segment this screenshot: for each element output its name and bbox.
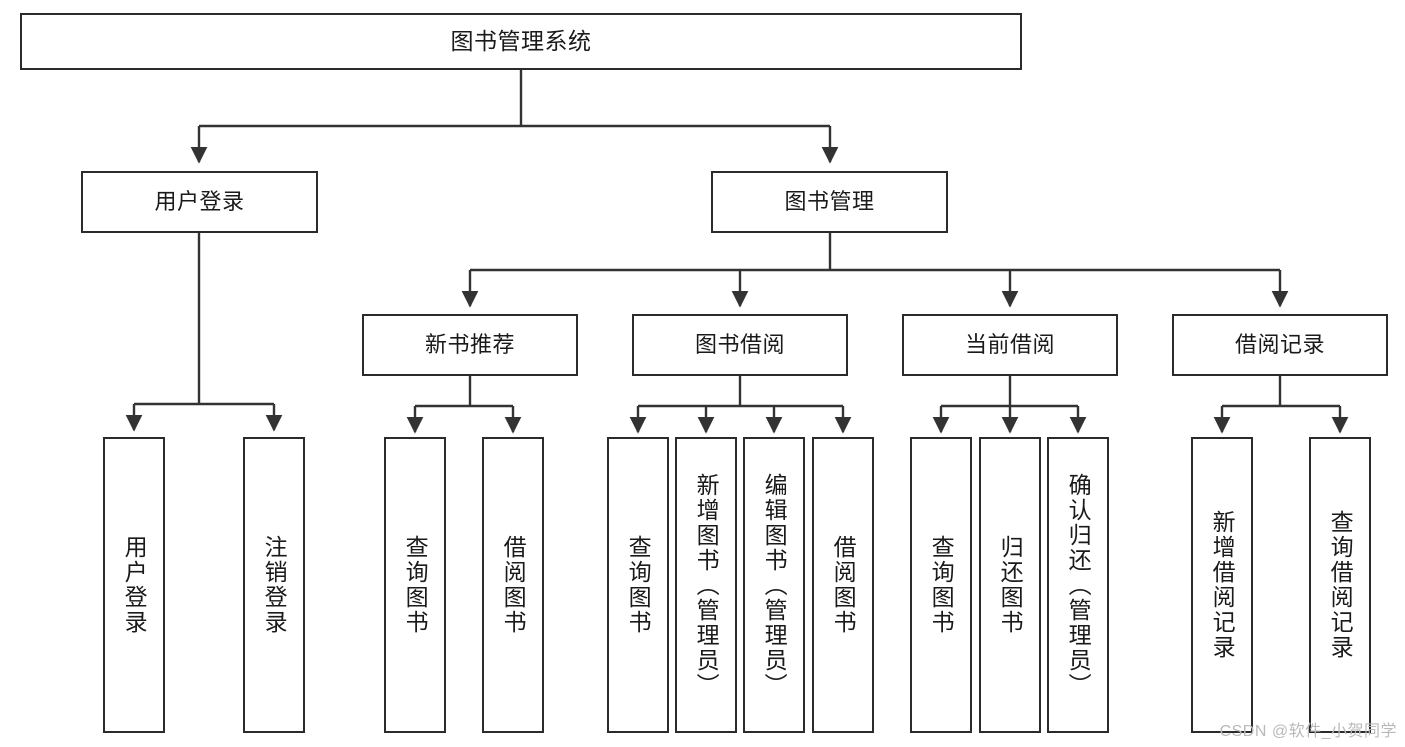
node-leaf-edit-book[interactable]: 编辑图书（管理员） [743, 437, 805, 733]
node-leaf-add-book[interactable]: 新增图书（管理员） [675, 437, 737, 733]
node-leaf-user-login[interactable]: 用户登录 [103, 437, 165, 733]
node-label: 图书管理系统 [450, 27, 592, 54]
node-borrow-record[interactable]: 借阅记录 [1172, 314, 1388, 376]
node-label: 图书借阅 [694, 332, 785, 358]
node-label: 新增图书（管理员） [693, 472, 720, 698]
node-label: 借阅记录 [1234, 332, 1325, 358]
node-new-book-recommend[interactable]: 新书推荐 [362, 314, 578, 376]
node-leaf-add-record[interactable]: 新增借阅记录 [1191, 437, 1253, 733]
node-root-book-management-system[interactable]: 图书管理系统 [20, 13, 1022, 70]
node-label: 归还图书 [997, 535, 1024, 635]
node-leaf-borrow-book-2[interactable]: 借阅图书 [812, 437, 874, 733]
node-label: 新书推荐 [424, 332, 515, 358]
node-label: 新增借阅记录 [1209, 510, 1236, 660]
node-label: 用户登录 [154, 189, 245, 215]
csdn-watermark: CSDN @软件_小贺同学 [1219, 723, 1397, 740]
node-leaf-query-book-2[interactable]: 查询图书 [607, 437, 669, 733]
node-current-borrow[interactable]: 当前借阅 [902, 314, 1118, 376]
node-leaf-logout-login[interactable]: 注销登录 [243, 437, 305, 733]
node-user-login[interactable]: 用户登录 [81, 171, 318, 233]
node-label: 查询图书 [625, 535, 652, 635]
node-book-manage[interactable]: 图书管理 [711, 171, 948, 233]
node-label: 查询借阅记录 [1327, 510, 1354, 660]
node-label: 编辑图书（管理员） [761, 472, 788, 698]
node-leaf-query-book-3[interactable]: 查询图书 [910, 437, 972, 733]
node-label: 图书管理 [784, 189, 875, 215]
node-leaf-borrow-book-1[interactable]: 借阅图书 [482, 437, 544, 733]
node-leaf-return-book[interactable]: 归还图书 [979, 437, 1041, 733]
node-label: 确认归还（管理员） [1065, 472, 1092, 698]
node-book-borrow[interactable]: 图书借阅 [632, 314, 848, 376]
node-label: 借阅图书 [830, 535, 857, 635]
node-leaf-confirm-return[interactable]: 确认归还（管理员） [1047, 437, 1109, 733]
node-label: 查询图书 [402, 535, 429, 635]
node-leaf-query-record[interactable]: 查询借阅记录 [1309, 437, 1371, 733]
node-label: 当前借阅 [964, 332, 1055, 358]
node-label: 注销登录 [261, 535, 288, 635]
node-label: 借阅图书 [500, 535, 527, 635]
node-leaf-query-book-1[interactable]: 查询图书 [384, 437, 446, 733]
node-label: 用户登录 [121, 535, 148, 635]
node-label: 查询图书 [928, 535, 955, 635]
